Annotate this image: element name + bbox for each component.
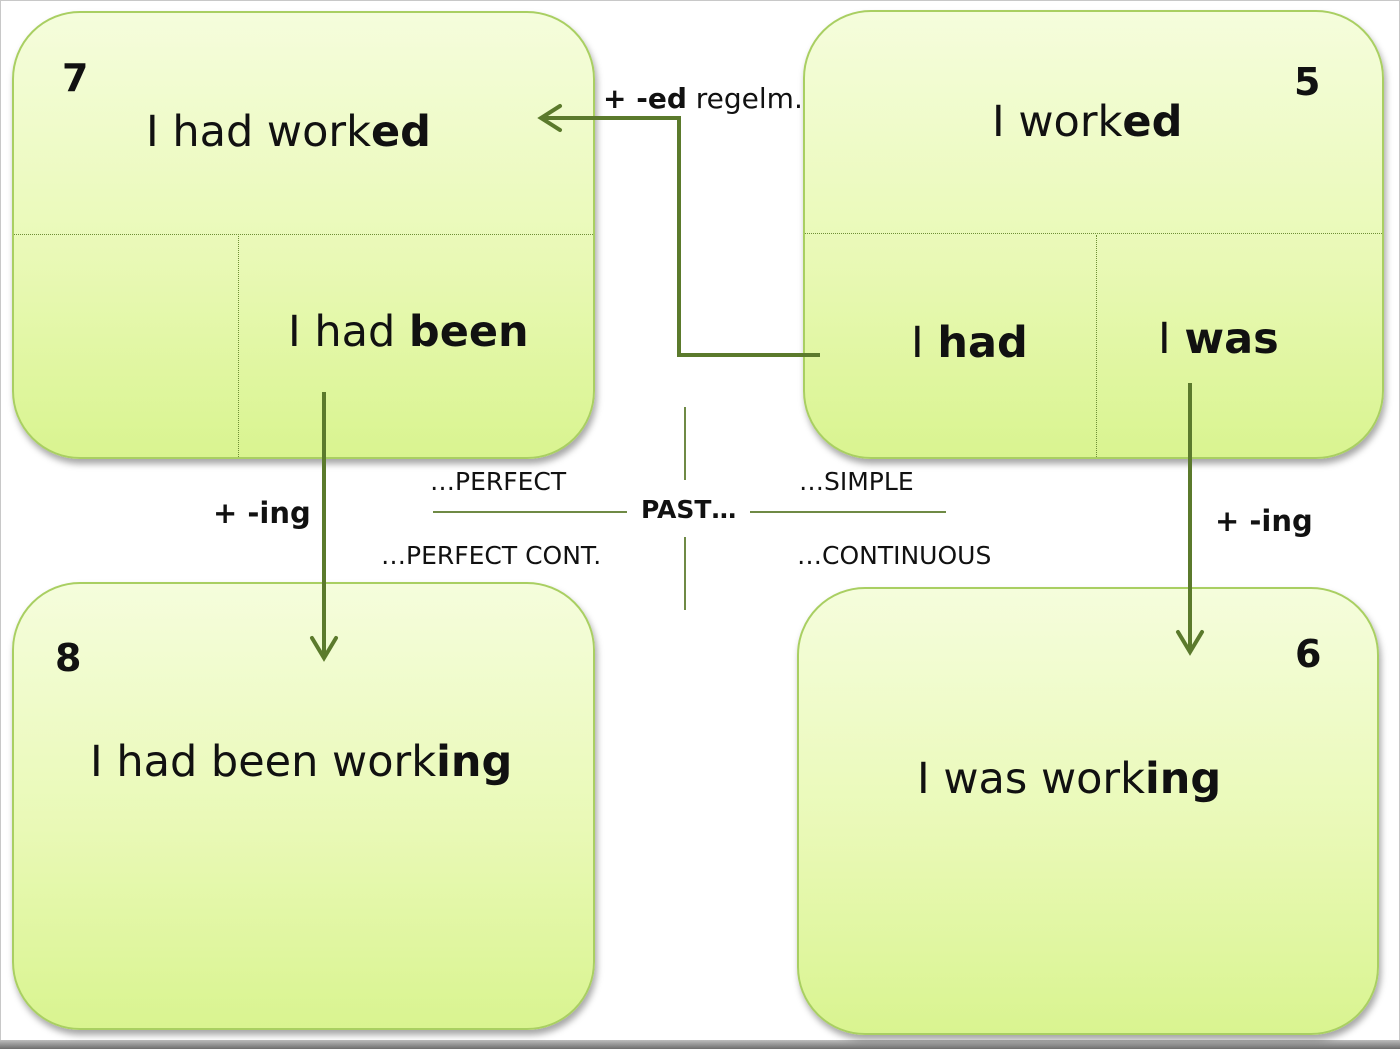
box-past-simple-split — [1096, 235, 1097, 457]
box-past-perfect-continuous-number: 8 — [55, 636, 82, 680]
box-past-perfect-number: 7 — [62, 56, 89, 100]
box-past-perfect-split — [238, 236, 239, 457]
arrow-had-to-worked — [537, 104, 820, 357]
center-axis-vertical-top — [684, 407, 686, 480]
center-axis-horizontal-left — [433, 511, 627, 513]
box-past-simple — [803, 10, 1384, 459]
center-label-perfect: …PERFECT — [430, 467, 567, 496]
box-past-perfect-divider — [14, 234, 593, 235]
box-past-simple-helper-was: I was — [1158, 314, 1279, 364]
center-label-continuous: …CONTINUOUS — [797, 541, 992, 570]
box-past-perfect — [12, 11, 595, 459]
box-past-continuous-number: 6 — [1295, 632, 1322, 676]
box-past-perfect-main: I had worked — [146, 107, 431, 157]
box-past-perfect-continuous-main: I had been working — [90, 737, 513, 787]
box-past-continuous — [797, 587, 1379, 1035]
center-axis-horizontal-right — [750, 511, 946, 513]
box-past-continuous-main: I was working — [917, 754, 1222, 804]
box-past-perfect-helper: I had been — [288, 307, 529, 357]
center-label-perfect-cont: …PERFECT CONT. — [381, 541, 602, 570]
arrow-ing-left-label: + -ing — [213, 496, 311, 530]
arrow-ed-label: + -ed regelm. — [603, 82, 803, 115]
box-past-simple-helper-had: I had — [911, 318, 1028, 368]
arrow-was-to-working — [1176, 383, 1204, 656]
center-label-simple: …SIMPLE — [799, 467, 914, 496]
bottom-strip — [0, 1040, 1400, 1049]
center-axis-vertical-bottom — [684, 537, 686, 610]
box-past-simple-divider — [805, 233, 1382, 234]
arrow-been-to-working — [310, 392, 338, 662]
arrow-ing-right-label: + -ing — [1215, 504, 1313, 538]
box-past-simple-number: 5 — [1294, 60, 1321, 104]
box-past-perfect-continuous — [12, 582, 595, 1030]
center-title: PAST… — [641, 495, 737, 524]
box-past-simple-main: I worked — [992, 97, 1183, 147]
